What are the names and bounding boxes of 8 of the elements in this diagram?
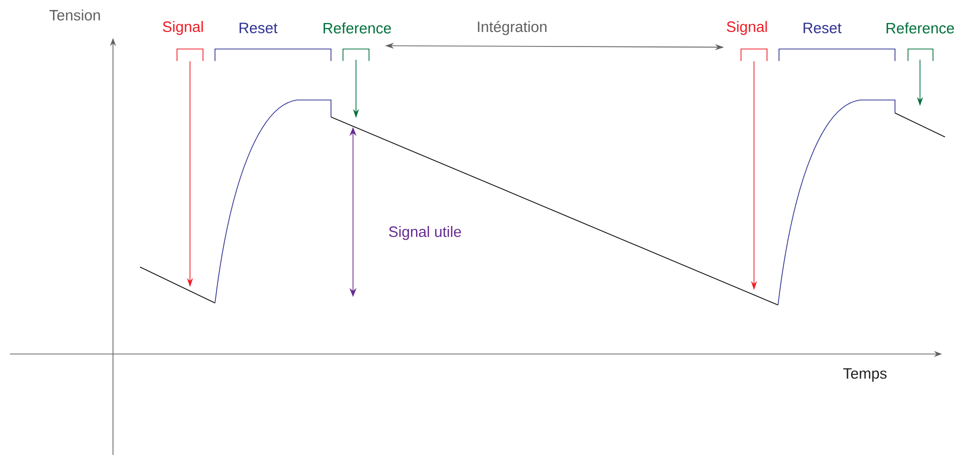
phase-label: Signal — [162, 21, 204, 62]
edge-label: Intégration — [478, 20, 546, 36]
dimension-label: Signal utile — [389, 226, 461, 240]
axis-label: Temps — [843, 368, 887, 382]
axis-label: Tension — [49, 10, 100, 20]
phase-label: Signal — [726, 21, 768, 62]
phase-label: Reference — [324, 22, 391, 62]
phase-label: Reference — [886, 22, 954, 62]
